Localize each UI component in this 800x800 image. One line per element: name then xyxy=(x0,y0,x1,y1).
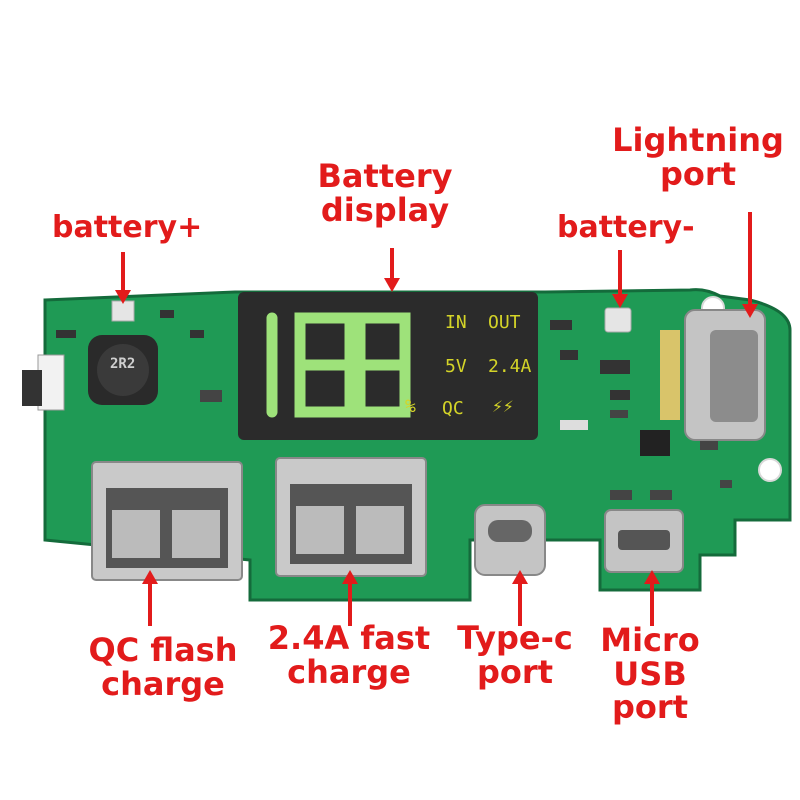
fast-charge-line-1: 2.4A fast xyxy=(267,619,431,657)
battery-minus-label: battery- xyxy=(557,210,695,245)
battery-display-line-1: Battery xyxy=(317,157,453,195)
micro-usb-port-line-1: Micro xyxy=(600,621,700,659)
micro-usb-port-label: Micro USB port xyxy=(590,621,710,727)
lcd-qc-label: QC xyxy=(442,398,464,419)
lcd-percent-label: % xyxy=(405,396,416,417)
battery-plus-label: battery+ xyxy=(52,210,203,245)
lightning-port-line-1: Lightning xyxy=(612,121,784,159)
micro-usb-port-line-2: USB xyxy=(613,654,687,693)
type-c-port-line-1: Type-c xyxy=(457,619,573,657)
lcd-out-label: OUT xyxy=(488,312,521,333)
pcb-board xyxy=(22,288,792,602)
inductor-marking: 2R2 xyxy=(110,356,136,372)
qc-flash-charge-line-1: QC flash xyxy=(88,631,238,669)
callout-arrows xyxy=(115,212,758,626)
type-c-port-label: Type-c port xyxy=(445,619,585,691)
battery-display-label: Battery display xyxy=(300,157,470,229)
battery-display-line-2: display xyxy=(320,190,450,229)
lightning-port-line-2: port xyxy=(660,154,736,193)
lcd-digits-icon xyxy=(266,312,411,418)
lightning-bolt-icon: ⚡⚡ xyxy=(492,396,514,417)
qc-flash-charge-label: QC flash charge xyxy=(78,631,248,703)
lcd-in-label: IN xyxy=(445,312,467,333)
qc-flash-charge-line-2: charge xyxy=(101,664,225,703)
type-c-port-line-2: port xyxy=(477,652,553,691)
fast-charge-label: 2.4A fast charge xyxy=(264,619,434,691)
micro-usb-port-line-3: port xyxy=(612,688,688,727)
lcd-voltage-label: 5V xyxy=(445,356,467,377)
lightning-port-label: Lightning port xyxy=(608,121,788,193)
lcd-current-label: 2.4A xyxy=(488,356,532,377)
fast-charge-line-2: charge xyxy=(287,652,411,691)
